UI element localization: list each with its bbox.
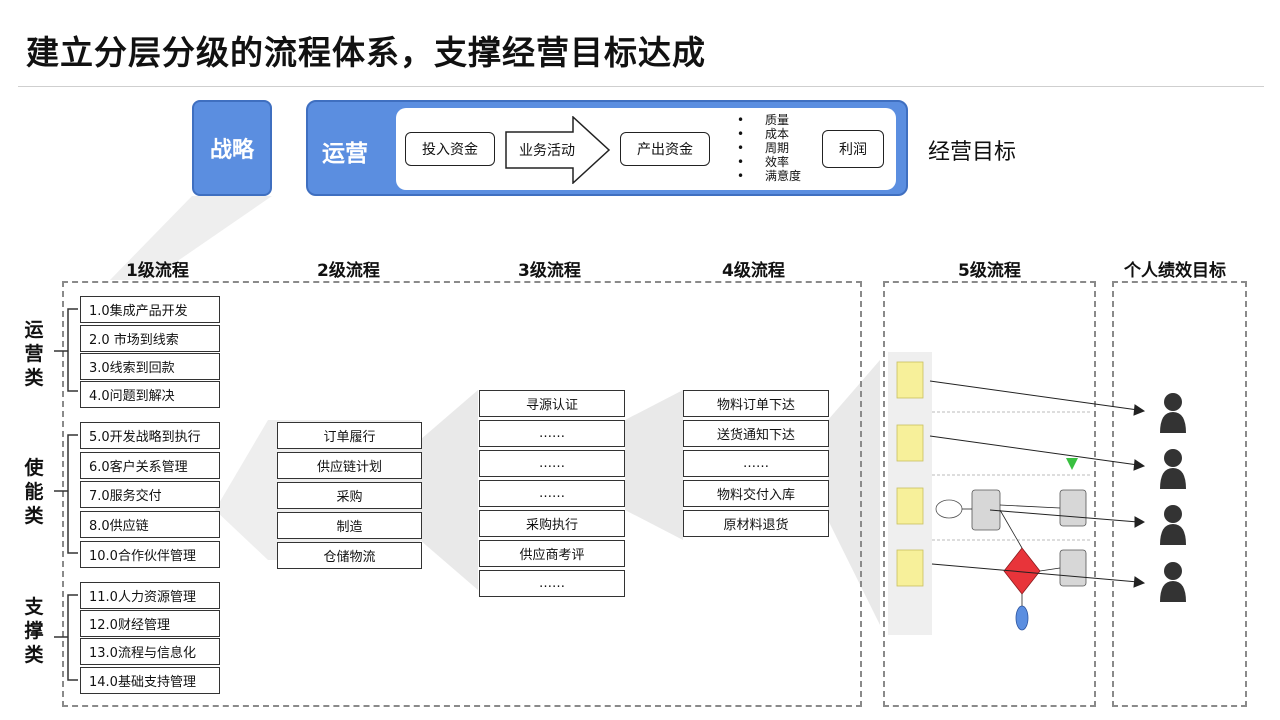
category-brackets xyxy=(54,308,78,681)
l1-item: 3.0线索到回款 xyxy=(80,353,220,380)
l4-item: 原材料退货 xyxy=(683,510,829,537)
l1-item: 14.0基础支持管理 xyxy=(80,667,220,694)
level2-header: 2级流程 xyxy=(317,261,380,281)
l4-item: 物料订单下达 xyxy=(683,390,829,417)
business-goal-label: 经营目标 xyxy=(928,140,1017,165)
metric-satisfaction: 满意度 xyxy=(737,169,801,183)
level5-header: 5级流程 xyxy=(958,261,1021,281)
person-icon xyxy=(1160,393,1186,433)
l1-item: 13.0流程与信息化 xyxy=(80,638,220,665)
level3-header: 3级流程 xyxy=(518,261,581,281)
metric-cycle: 周期 xyxy=(737,141,789,155)
level5-flowchart xyxy=(888,352,1146,635)
person-icon xyxy=(1160,449,1186,489)
l1-item: 11.0人力资源管理 xyxy=(80,582,220,609)
level5-frame xyxy=(883,281,1096,707)
l2-item: 订单履行 xyxy=(277,422,422,449)
level4-header: 4级流程 xyxy=(722,261,785,281)
l1-item: 7.0服务交付 xyxy=(80,481,220,508)
personal-goal-header: 个人绩效目标 xyxy=(1124,261,1226,281)
l1-item: 6.0客户关系管理 xyxy=(80,452,220,479)
metric-cost: 成本 xyxy=(737,127,789,141)
l3-item: …… xyxy=(479,450,625,477)
l3-item: 供应商考评 xyxy=(479,540,625,567)
l1-item: 5.0开发战略到执行 xyxy=(80,422,220,449)
l3-item: 寻源认证 xyxy=(479,390,625,417)
flow-profit: 利润 xyxy=(822,130,884,168)
l4-item: …… xyxy=(683,450,829,477)
l4-item: 物料交付入库 xyxy=(683,480,829,507)
flow-output-capital: 产出资金 xyxy=(620,132,710,166)
l3-item: …… xyxy=(479,570,625,597)
l1-item: 10.0合作伙伴管理 xyxy=(80,541,220,568)
metric-efficiency: 效率 xyxy=(737,155,789,169)
flow-business-activity: 业务活动 xyxy=(519,143,575,159)
operations-label: 运营 xyxy=(322,141,368,167)
metric-quality: 质量 xyxy=(737,113,789,127)
title-divider xyxy=(18,86,1264,87)
l2-item-procurement: 采购 xyxy=(277,482,422,509)
level1-4-frame xyxy=(62,281,862,707)
page-title: 建立分层分级的流程体系，支撑经营目标达成 xyxy=(26,33,706,72)
personal-goal-frame xyxy=(1112,281,1247,707)
l3-item: …… xyxy=(479,420,625,447)
flow-input-capital: 投入资金 xyxy=(405,132,495,166)
l1-item: 2.0 市场到线索 xyxy=(80,325,220,352)
l3-item-purchase-execution: 采购执行 xyxy=(479,510,625,537)
strategy-box: 战略 xyxy=(192,100,272,196)
business-activity-arrow xyxy=(505,116,611,184)
person-icon xyxy=(1160,505,1186,545)
l1-item-supply-chain: 8.0供应链 xyxy=(80,511,220,538)
l1-item: 4.0问题到解决 xyxy=(80,381,220,408)
l1-item: 12.0财经管理 xyxy=(80,610,220,637)
l3-item: …… xyxy=(479,480,625,507)
l2-item: 制造 xyxy=(277,512,422,539)
category-support: 支撑类 xyxy=(24,596,44,666)
l4-item: 送货通知下达 xyxy=(683,420,829,447)
person-icon xyxy=(1160,562,1186,602)
l2-item: 供应链计划 xyxy=(277,452,422,479)
l2-item: 仓储物流 xyxy=(277,542,422,569)
level1-header: 1级流程 xyxy=(126,261,189,281)
l1-item: 1.0集成产品开发 xyxy=(80,296,220,323)
category-enabling: 使能类 xyxy=(24,457,44,527)
category-operations: 运营类 xyxy=(24,319,44,389)
